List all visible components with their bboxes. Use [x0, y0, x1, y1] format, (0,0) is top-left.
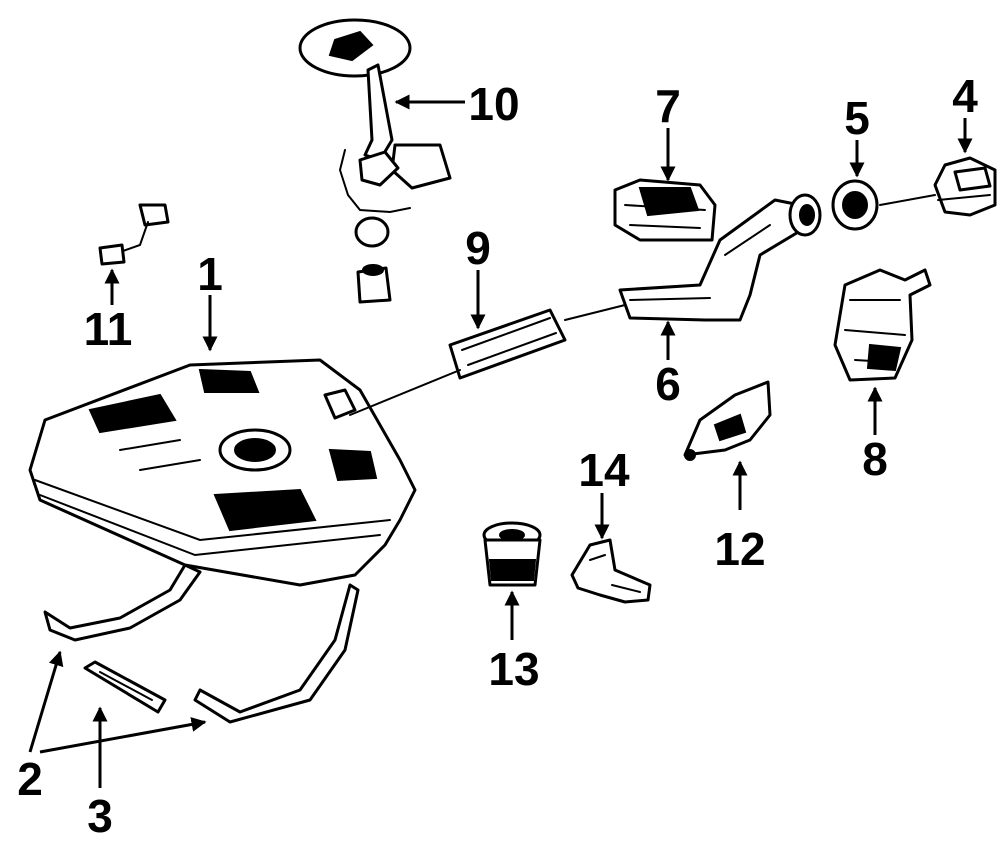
vent-line-hose-pipe — [564, 304, 626, 321]
fuel-pump-module — [298, 18, 452, 304]
vent-line-neck-cap — [879, 194, 936, 206]
mounting-bracket — [570, 538, 652, 604]
splash-shield — [833, 268, 932, 382]
callout-12: 12 — [714, 523, 765, 575]
callout-10: 10 — [468, 78, 519, 130]
callout-2: 2 — [17, 753, 43, 805]
callout-8: 8 — [862, 433, 888, 485]
filler-neck-seal — [831, 179, 879, 231]
callout-3: 3 — [87, 790, 113, 842]
callout-14: 14 — [578, 444, 630, 496]
callout-11: 11 — [84, 303, 133, 355]
callout-6: 6 — [655, 358, 681, 410]
callout-7: 7 — [655, 80, 681, 132]
filler-hose — [448, 308, 567, 380]
vent-line-tank-hose — [349, 369, 461, 416]
leader-2a — [28, 650, 64, 753]
leader-2b — [39, 717, 207, 754]
fuel-pump-strainer — [482, 521, 542, 587]
callout-5: 5 — [844, 92, 870, 144]
callout-1: 1 — [197, 248, 223, 300]
callout-9: 9 — [465, 222, 491, 274]
strap-insulator — [83, 660, 167, 714]
filler-pipe-bracket — [683, 380, 772, 461]
fuel-door-housing — [613, 178, 717, 242]
tank-strap-front — [43, 563, 202, 642]
fuel-cap — [933, 156, 997, 217]
callout-13: 13 — [488, 643, 539, 695]
fuel-tank — [28, 358, 417, 587]
callout-4: 4 — [952, 70, 978, 122]
filler-pipe — [618, 193, 822, 322]
wiring-connector — [98, 203, 170, 266]
tank-strap-rear — [193, 583, 360, 724]
